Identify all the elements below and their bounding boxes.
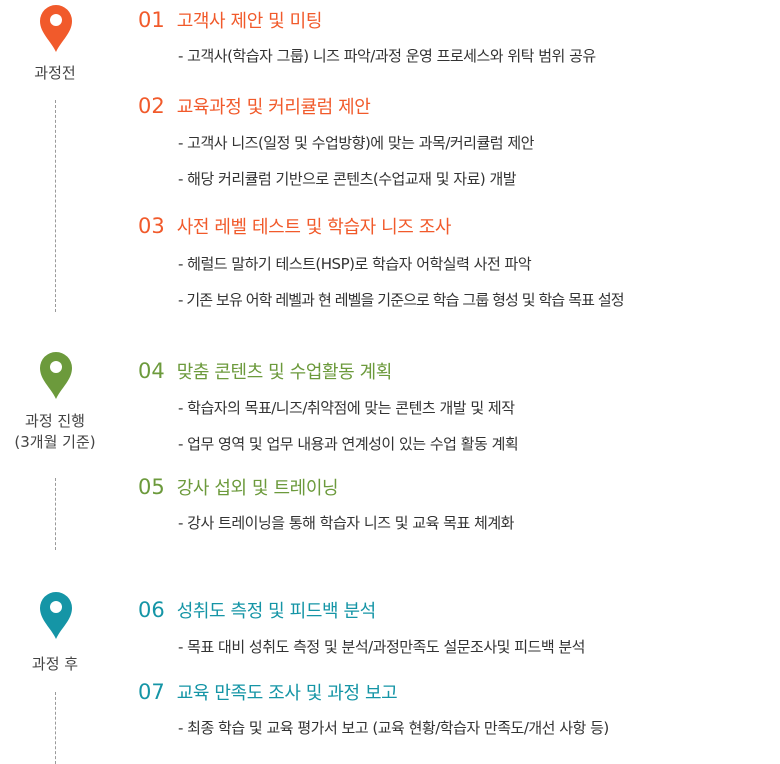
step-number: 07 [138,680,165,704]
step-title: 사전 레벨 테스트 및 학습자 니즈 조사 [176,217,452,238]
step-title: 교육과정 및 커리큘럼 제안 [176,97,371,118]
step-number: 06 [138,598,165,622]
step-bullet: - 강사 트레이닝을 통해 학습자 니즈 및 교육 목표 체계화 [178,514,514,532]
timeline-divider [55,692,56,764]
step-bullet: - 최종 학습 및 교육 평가서 보고 (교육 현황/학습자 만족도/개선 사항… [178,719,609,737]
step-number: 04 [138,359,165,383]
step-02: 02 교육과정 및 커리큘럼 제안 [138,94,778,120]
pin-shape [40,5,72,52]
step-title: 맞춤 콘텐츠 및 수업활동 계획 [176,362,393,383]
location-pin-icon [40,5,72,52]
timeline-divider [55,100,56,312]
pin-shape [40,352,72,399]
step-title: 성취도 측정 및 피드백 분석 [176,601,376,622]
step-04: 04 맞춤 콘텐츠 및 수업활동 계획 [138,359,778,385]
step-bullet: - 해당 커리큘럼 기반으로 콘텐츠(수업교재 및 자료) 개발 [178,170,517,188]
step-heading: 04 맞춤 콘텐츠 및 수업활동 계획 [138,359,778,385]
location-pin-icon [40,592,72,639]
step-heading: 05 강사 섭외 및 트레이닝 [138,475,778,501]
phase-label-in-progress: 과정 진행 (3개월 기준) [0,411,110,453]
phase-label-before: 과정전 [34,64,76,82]
step-heading: 06 성취도 측정 및 피드백 분석 [138,598,778,624]
step-07: 07 교육 만족도 조사 및 과정 보고 [138,680,778,706]
step-bullet: - 기존 보유 어학 레벨과 현 레벨을 기준으로 학습 그룹 형성 및 학습 … [178,291,625,309]
location-pin-icon [40,352,72,399]
step-heading: 02 교육과정 및 커리큘럼 제안 [138,94,778,120]
step-05: 05 강사 섭외 및 트레이닝 [138,475,778,501]
phase-label-line: (3개월 기준) [14,433,96,451]
phase-label-line: 과정 진행 [25,412,85,430]
timeline-divider [55,478,56,550]
step-bullet: - 고객사(학습자 그룹) 니즈 파악/과정 운영 프로세스와 위탁 범위 공유 [178,47,596,65]
step-bullet: - 목표 대비 성취도 측정 및 분석/과정만족도 설문조사및 피드백 분석 [178,638,585,656]
step-06: 06 성취도 측정 및 피드백 분석 [138,598,778,624]
step-01: 01 고객사 제안 및 미팅 [138,8,778,34]
step-number: 03 [138,214,165,238]
step-heading: 07 교육 만족도 조사 및 과정 보고 [138,680,778,706]
step-heading: 01 고객사 제안 및 미팅 [138,8,778,34]
step-number: 05 [138,475,165,499]
step-title: 고객사 제안 및 미팅 [176,11,323,32]
step-number: 02 [138,94,165,118]
phase-label-after: 과정 후 [31,655,79,673]
step-title: 교육 만족도 조사 및 과정 보고 [176,683,398,704]
step-bullet: - 고객사 니즈(일정 및 수업방향)에 맞는 과목/커리큘럼 제안 [178,134,534,152]
step-bullet: - 업무 영역 및 업무 내용과 연계성이 있는 수업 활동 계획 [178,435,519,453]
step-bullet: - 학습자의 목표/니즈/취약점에 맞는 콘텐츠 개발 및 제작 [178,399,515,417]
step-heading: 03 사전 레벨 테스트 및 학습자 니즈 조사 [138,214,778,240]
step-title: 강사 섭외 및 트레이닝 [176,478,339,499]
step-number: 01 [138,8,165,32]
step-03: 03 사전 레벨 테스트 및 학습자 니즈 조사 [138,214,778,240]
pin-shape [40,592,72,639]
step-bullet: - 헤럴드 말하기 테스트(HSP)로 학습자 어학실력 사전 파악 [178,255,532,273]
